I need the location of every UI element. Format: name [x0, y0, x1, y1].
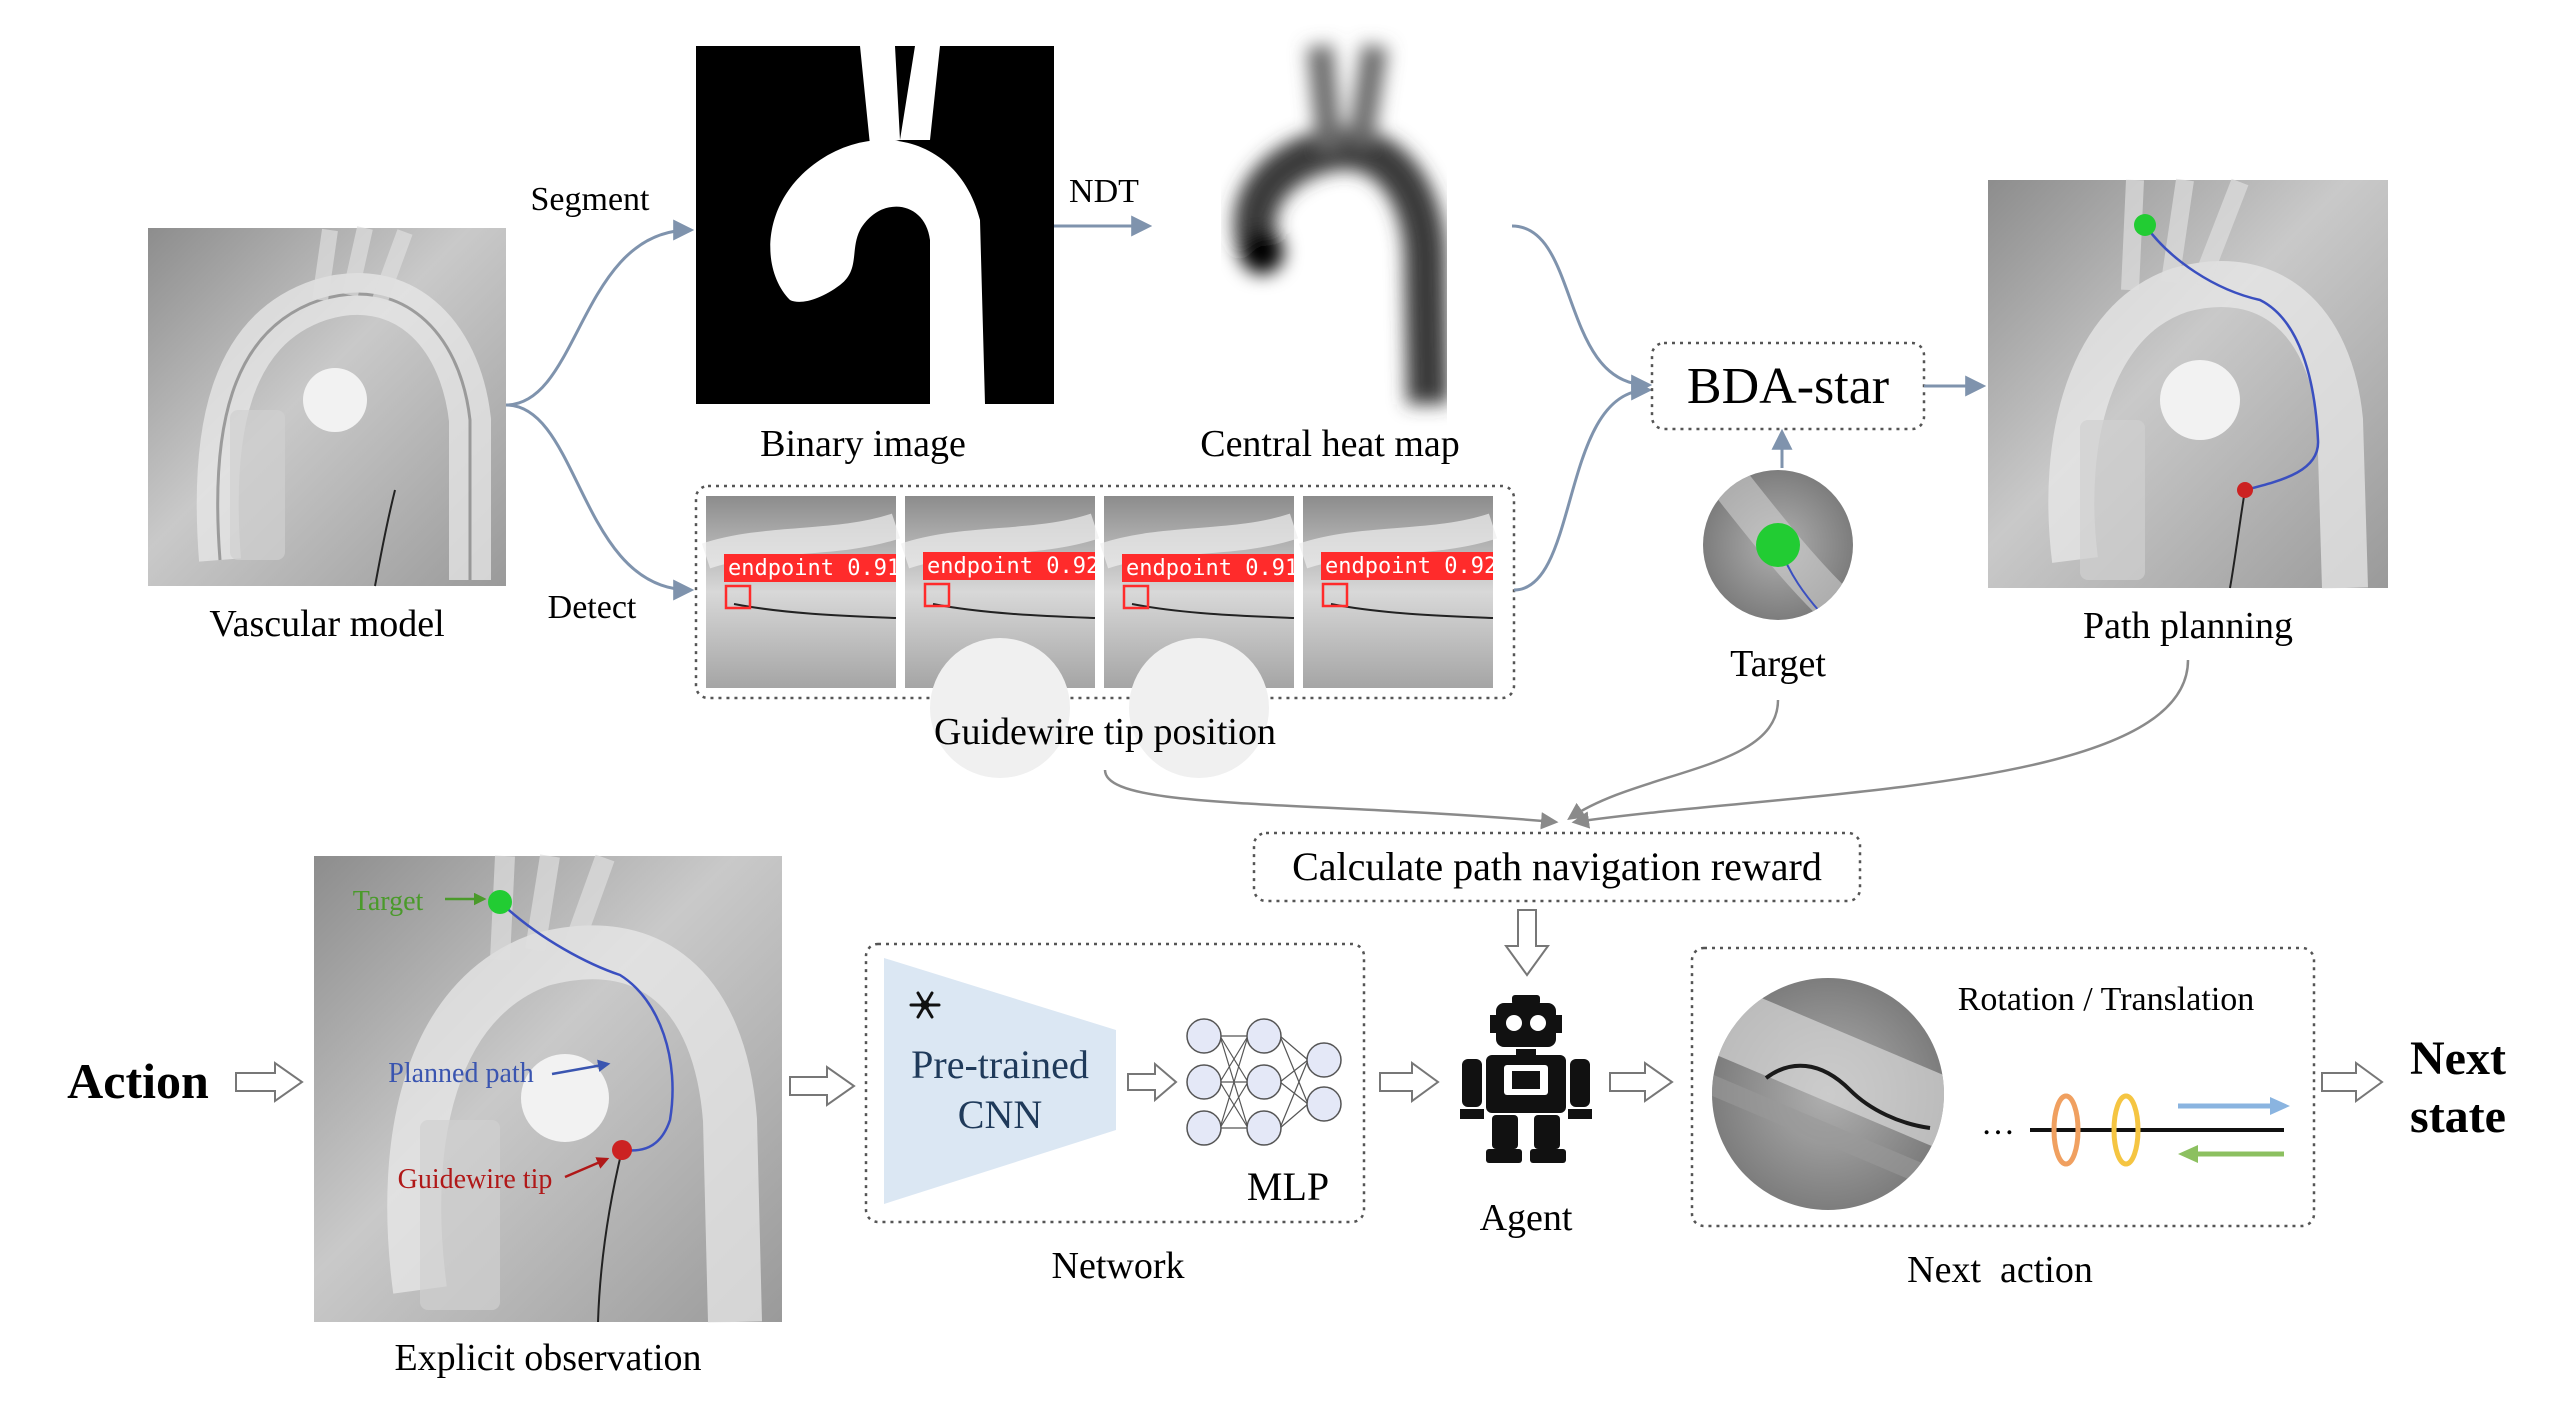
- detection-label: endpoint 0.91: [1126, 556, 1298, 581]
- target-image: [1703, 470, 1853, 620]
- network-to-agent-arrow: [1379, 1061, 1440, 1103]
- action-label: Action: [67, 1053, 209, 1109]
- obs-guidewire-tip-label: Guidewire tip: [398, 1164, 553, 1195]
- detect-arrow: [505, 403, 695, 601]
- network-box: [864, 942, 1366, 1224]
- binary-image: [696, 46, 1054, 404]
- detection-box: [1321, 582, 1349, 608]
- observation-to-network-arrow: [789, 1065, 856, 1107]
- mlp-edge: [1279, 1059, 1309, 1083]
- heatmap-to-bda-arrow: [1511, 224, 1653, 396]
- detection-tile: endpoint 0.91: [701, 496, 900, 688]
- path-planning-image: [1988, 178, 2388, 589]
- path-tip-dot: [2237, 482, 2253, 498]
- detection-tile: endpoint 0.91: [1099, 496, 1298, 778]
- network-label: Network: [1052, 1245, 1185, 1287]
- detection-label: endpoint 0.92: [927, 554, 1099, 579]
- segment-arrow: [505, 219, 695, 407]
- vascular-model-image: [148, 226, 506, 587]
- translation-forward-arrow: [2178, 1097, 2290, 1115]
- detection-tile: endpoint 0.92: [1298, 496, 1497, 688]
- path-planning-label: Path planning: [2083, 605, 2293, 647]
- ndt-label: NDT: [1069, 173, 1139, 210]
- rotation-icon-orange: [2051, 1093, 2081, 1167]
- detection-label: endpoint 0.91: [728, 556, 900, 581]
- target-label: Target: [1730, 643, 1826, 685]
- path-to-reward-arrow: [1571, 659, 2190, 829]
- detection-tiles: endpoint 0.91 endpoint 0.92 endpoint 0.91 e…: [701, 496, 1497, 778]
- target-dot: [1756, 523, 1800, 567]
- guidewire-to-reward-arrow: [1103, 769, 1559, 830]
- ellipsis: …: [1981, 1105, 2015, 1142]
- mlp-edge: [1279, 1103, 1309, 1129]
- mlp-node: [1186, 1110, 1222, 1146]
- mlp-network: [1186, 1018, 1342, 1146]
- cnn-label-line1: Pre-trained: [911, 1042, 1089, 1087]
- mlp-edge: [1279, 1059, 1309, 1129]
- central-heat-map-label: Central heat map: [1200, 423, 1460, 465]
- detection-box: [724, 584, 752, 610]
- explicit-observation-label: Explicit observation: [394, 1337, 701, 1379]
- cnn-to-mlp-arrow: [1127, 1061, 1178, 1103]
- mlp-node: [1186, 1018, 1222, 1054]
- segment-label: Segment: [531, 181, 651, 218]
- obs-tip-dot: [612, 1140, 632, 1160]
- obs-planned-path-label: Planned path: [388, 1058, 533, 1089]
- guidewire-detection-panel: [694, 484, 1516, 700]
- mlp-edge: [1219, 1081, 1249, 1129]
- mlp-node: [1306, 1086, 1342, 1122]
- snowflake-icon: [909, 991, 941, 1019]
- obs-target-dot: [488, 890, 512, 914]
- explicit-observation-image: [314, 854, 782, 1323]
- next-action-image: [1712, 978, 1944, 1210]
- vascular-model-label: Vascular model: [209, 603, 444, 645]
- detect-label: Detect: [548, 589, 637, 626]
- robot-icon: [1460, 995, 1592, 1163]
- detection-tile: endpoint 0.92: [900, 496, 1099, 778]
- binary-image-label: Binary image: [760, 423, 966, 465]
- mlp-node: [1246, 1018, 1282, 1054]
- guidewire-tip-position-label: Guidewire tip position: [934, 711, 1276, 753]
- target-to-reward-arrow: [1567, 699, 1780, 820]
- obs-target-label: Target: [353, 886, 424, 917]
- detection-label: endpoint 0.92: [1325, 554, 1497, 579]
- mlp-label: MLP: [1247, 1164, 1329, 1209]
- reward-label: Calculate path navigation reward: [1292, 844, 1822, 889]
- reward-to-agent-arrow: [1504, 909, 1550, 977]
- action-to-observation-arrow: [235, 1061, 304, 1103]
- translation-backward-arrow: [2178, 1145, 2284, 1163]
- next-action-box: [1690, 946, 2316, 1228]
- agent-to-next-action-arrow: [1609, 1061, 1674, 1103]
- mlp-node: [1246, 1064, 1282, 1100]
- mlp-node: [1306, 1042, 1342, 1078]
- detection-box: [1122, 584, 1150, 610]
- next-action-to-state-arrow: [2321, 1061, 2384, 1103]
- cnn-trapezoid: [884, 958, 1116, 1204]
- mlp-node: [1186, 1064, 1222, 1100]
- cnn-label-line2: CNN: [958, 1092, 1042, 1137]
- agent-label: Agent: [1480, 1197, 1573, 1239]
- next-state-label-line2: state: [2410, 1090, 2506, 1143]
- reward-box: [1252, 831, 1862, 903]
- rotation-icon-yellow: [2111, 1093, 2141, 1167]
- mlp-edge: [1279, 1035, 1309, 1105]
- next-action-label: Next action: [1907, 1249, 2093, 1291]
- path-target-dot: [2134, 214, 2156, 236]
- detect-to-bda-arrow: [1513, 379, 1653, 592]
- mlp-edge: [1219, 1035, 1249, 1129]
- next-state-label-line1: Next: [2410, 1032, 2506, 1085]
- bda-star-label: BDA-star: [1687, 358, 1889, 415]
- rotation-translation-label: Rotation / Translation: [1958, 981, 2255, 1018]
- detection-box: [923, 582, 951, 608]
- mlp-node: [1246, 1110, 1282, 1146]
- mlp-edge: [1279, 1035, 1309, 1061]
- central-heat-map-image: [1154, 44, 1512, 405]
- mlp-edge: [1219, 1035, 1249, 1083]
